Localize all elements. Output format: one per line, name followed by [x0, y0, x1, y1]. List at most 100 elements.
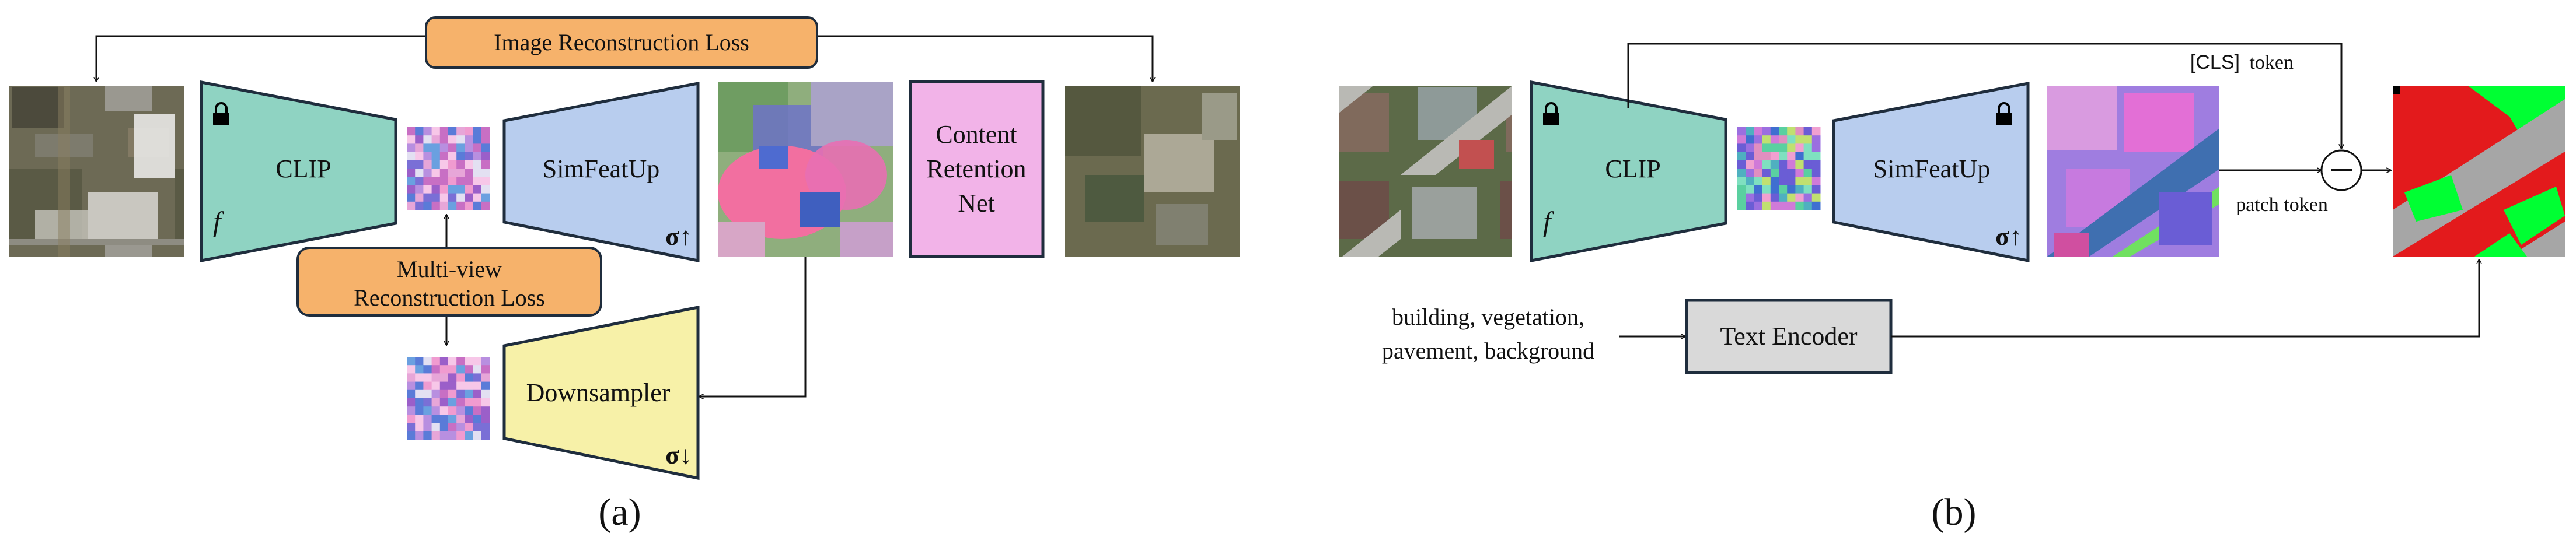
feature-pixel: [481, 357, 490, 366]
feature-pixel: [1787, 135, 1796, 144]
feature-pixel: [415, 193, 424, 202]
feature-pixel: [473, 431, 482, 440]
feature-pixel: [473, 357, 482, 366]
feature-pixel: [415, 160, 424, 169]
feature-pixel: [456, 431, 465, 440]
feature-pixel: [407, 406, 416, 415]
feature-pixel: [431, 389, 441, 399]
feature-pixel: [407, 201, 416, 210]
feature-pixel: [431, 185, 441, 194]
feature-pixel: [481, 406, 490, 415]
feature-pixel: [423, 152, 432, 161]
feature-pixel: [1770, 143, 1779, 153]
feature-pixel: [423, 373, 432, 382]
feature-pixel: [481, 193, 490, 202]
feature-pixel: [423, 365, 432, 374]
feature-pixel: [1811, 152, 1821, 161]
feature-pixel: [1737, 201, 1746, 210]
feature-pixel: [415, 201, 424, 210]
feature-pixel: [456, 357, 465, 366]
feature-pixel: [473, 415, 482, 424]
feature-pixel: [465, 160, 474, 169]
feature-pixel: [465, 127, 474, 136]
class-prompt-line1: building, vegetation,: [1392, 304, 1584, 330]
feature-pixel: [1779, 160, 1788, 169]
feature-pixel: [448, 373, 457, 382]
feature-pixel: [431, 381, 441, 391]
feature-pixel: [431, 415, 441, 424]
feature-pixel: [481, 415, 490, 424]
feature-pixel: [448, 169, 457, 177]
feature-pixel: [1803, 135, 1813, 144]
feature-pixel: [1779, 193, 1788, 202]
feature-pixel: [465, 143, 474, 153]
simfeatup-symbol-b: σ↑: [1995, 222, 2022, 251]
multiview-reconstruction-loss: Multi-view Reconstruction Loss: [296, 215, 602, 345]
feature-pixel: [465, 365, 474, 374]
feature-pixel: [407, 193, 416, 202]
feature-pixel: [1795, 152, 1804, 161]
feature-pixel: [1779, 185, 1788, 194]
feature-pixel: [431, 201, 441, 210]
image-reconstruction-loss-label: Image Reconstruction Loss: [494, 29, 749, 55]
feature-pixel: [1795, 127, 1804, 136]
feature-pixel: [439, 193, 449, 202]
feature-pixel: [1779, 135, 1788, 144]
feature-pixel: [473, 373, 482, 382]
feature-pixel: [1779, 152, 1788, 161]
feature-pixel: [473, 365, 482, 374]
feature-pixel: [1811, 177, 1821, 185]
feature-pixel: [448, 398, 457, 407]
feature-pixel: [1762, 127, 1771, 136]
simfeatup-label-a: SimFeatUp: [543, 155, 659, 183]
feature-pixel: [481, 127, 490, 136]
feature-pixel: [1811, 185, 1821, 194]
feature-pixel: [1770, 135, 1779, 144]
feature-pixel: [423, 169, 432, 177]
feature-pixel: [473, 193, 482, 202]
feature-pixel: [1787, 143, 1796, 153]
feature-pixel: [439, 135, 449, 144]
feature-pixel: [448, 365, 457, 374]
downsampler-symbol: σ↓: [665, 441, 692, 469]
feature-pixel: [423, 423, 432, 432]
feature-pixel: [473, 169, 482, 177]
feature-pixel: [431, 398, 441, 407]
feature-pixel: [415, 177, 424, 185]
feature-pixel: [431, 423, 441, 432]
feature-pixel: [448, 152, 457, 161]
feature-pixel: [448, 177, 457, 185]
feature-pixel: [423, 143, 432, 153]
feature-pixel: [465, 357, 474, 366]
feature-pixel: [1737, 193, 1746, 202]
simfeatup-b: SimFeatUp σ↑: [1832, 81, 2030, 263]
feature-pixel: [423, 177, 432, 185]
feature-pixel: [423, 381, 432, 391]
feature-pixel: [1811, 193, 1821, 202]
feature-pixel: [1803, 201, 1813, 210]
feature-pixel: [1737, 177, 1746, 185]
input-aerial-image-b: [1339, 86, 1512, 257]
feature-pixel: [481, 431, 490, 440]
feature-pixel: [407, 135, 416, 144]
feature-pixel: [415, 169, 424, 177]
feature-pixel: [1754, 135, 1763, 144]
feature-pixel: [407, 169, 416, 177]
feature-pixel: [481, 185, 490, 194]
feature-pixel: [407, 143, 416, 153]
feature-pixel: [423, 135, 432, 144]
feature-pixel: [431, 365, 441, 374]
feature-pixel: [1770, 185, 1779, 194]
feature-pixel: [473, 381, 482, 391]
feature-pixel: [473, 389, 482, 399]
feature-pixel: [407, 365, 416, 374]
feature-pixel: [439, 185, 449, 194]
feature-pixel: [415, 398, 424, 407]
feature-pixel: [481, 152, 490, 161]
feature-pixel: [1795, 135, 1804, 144]
feature-pixel: [473, 423, 482, 432]
feature-pixel: [1770, 152, 1779, 161]
lowres-feature-map-b: [1737, 127, 1821, 210]
feature-pixel: [448, 160, 457, 169]
feature-pixel: [448, 381, 457, 391]
